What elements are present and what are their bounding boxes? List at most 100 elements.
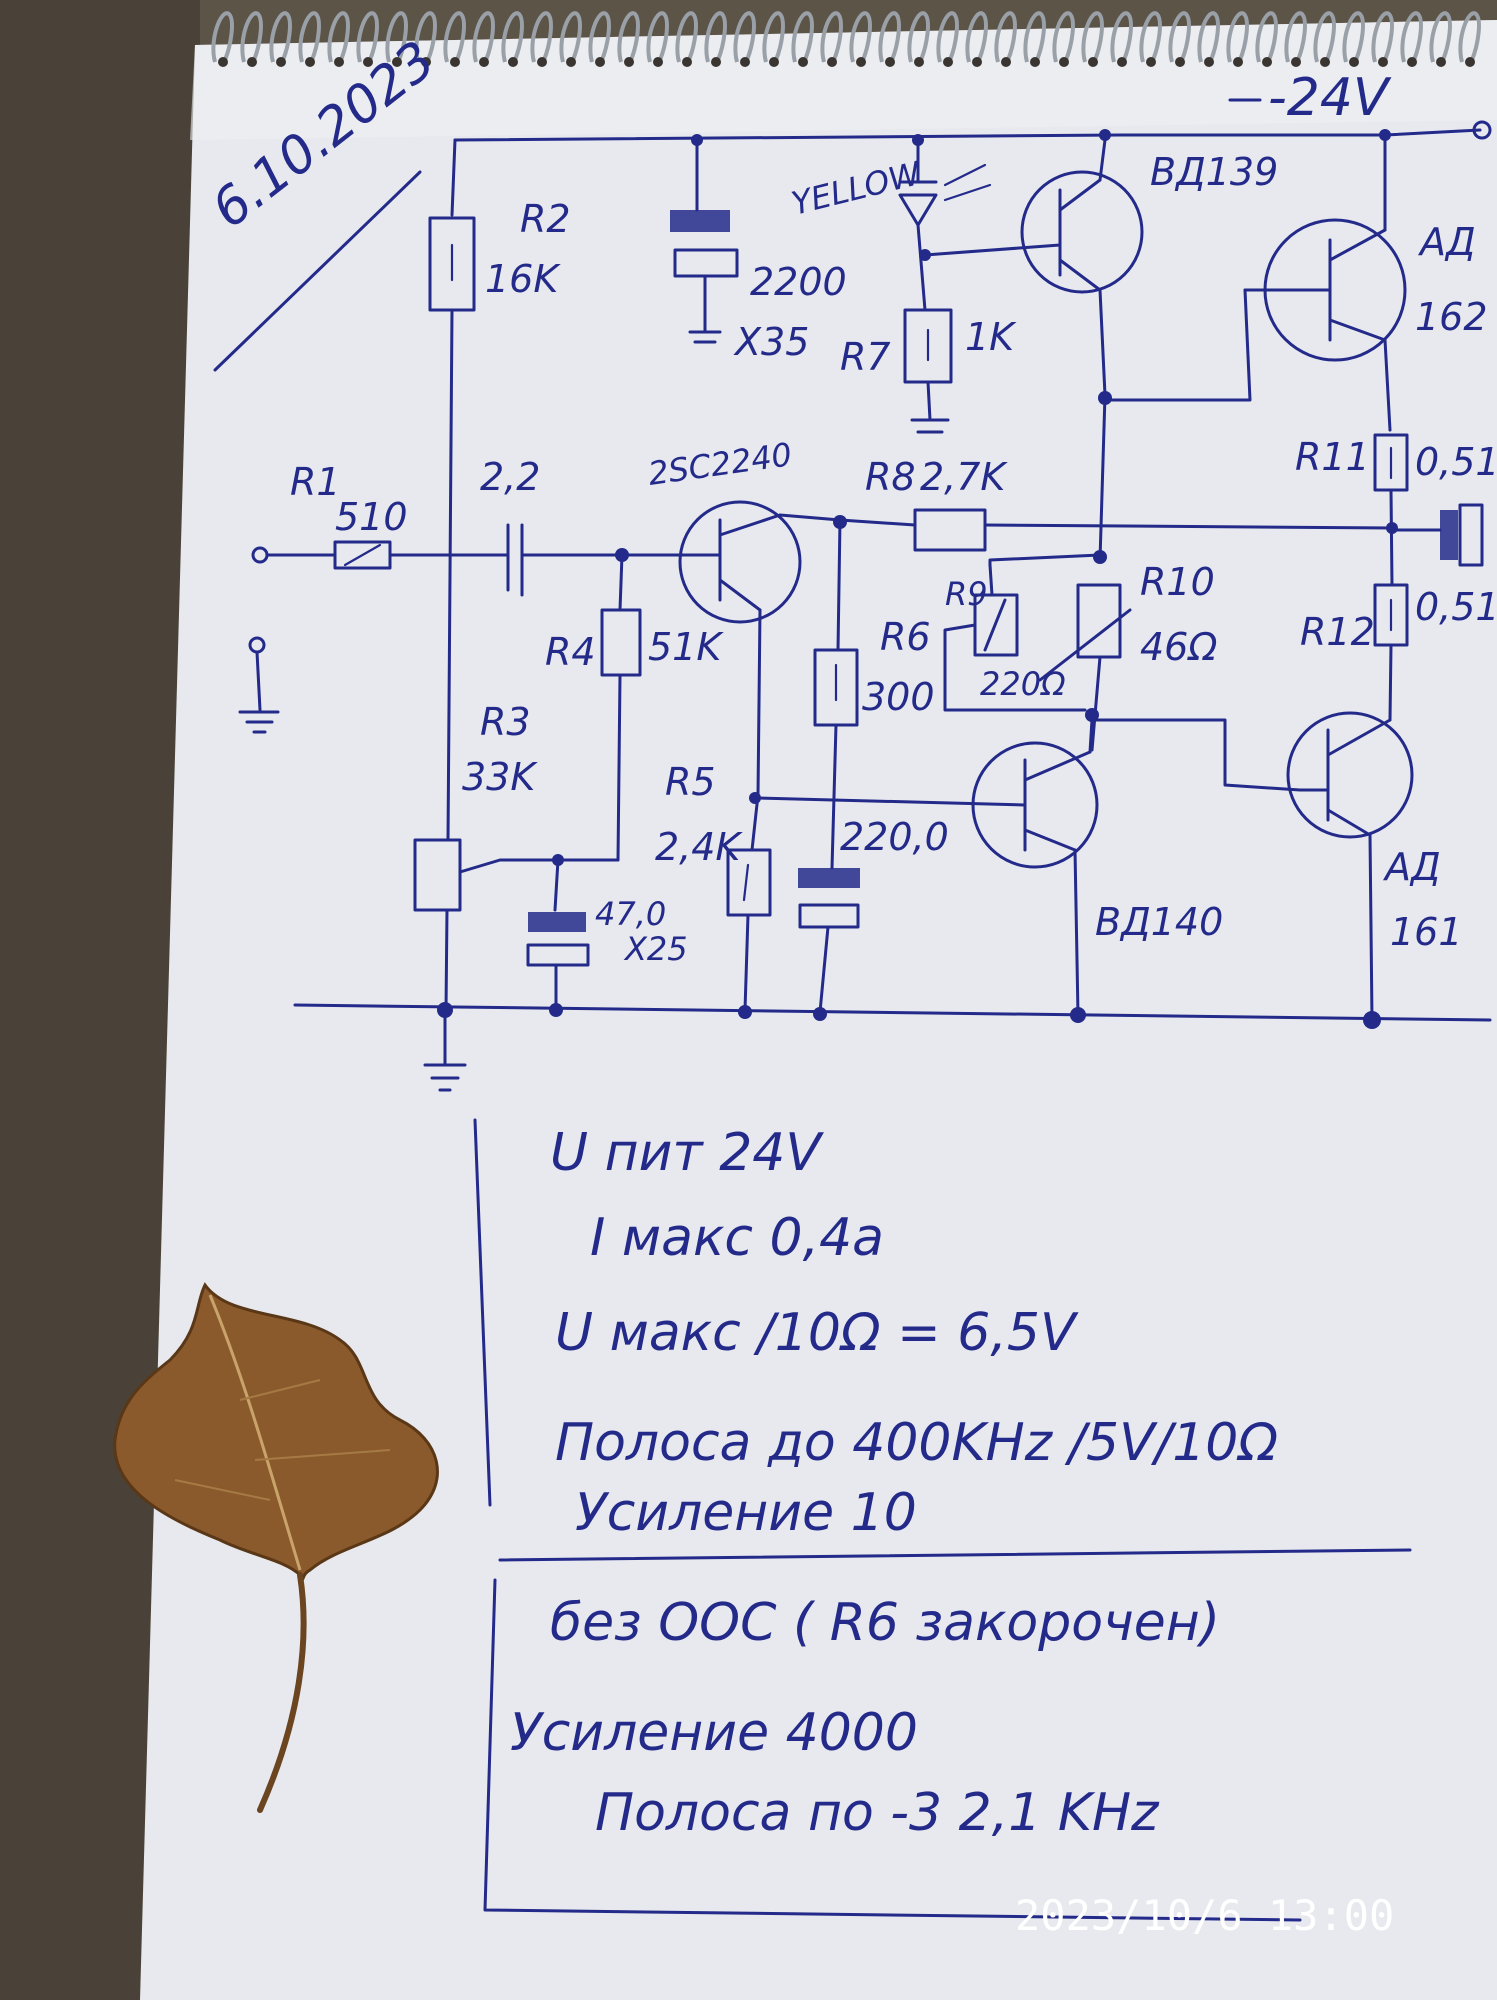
svg-text:1K: 1K: [965, 315, 1017, 359]
resistor-r5: R5 2,4K: [655, 760, 1027, 1012]
spiral-hole: [1320, 57, 1330, 67]
spiral-hole: [1175, 57, 1185, 67]
spiral-coil: [1023, 11, 1046, 63]
spiral-coil: [327, 11, 350, 63]
spiral-coil: [559, 11, 582, 63]
svg-text:R11: R11: [1295, 435, 1370, 479]
svg-text:220Ω: 220Ω: [980, 665, 1066, 703]
spiral-coil: [704, 11, 727, 63]
spiral-coil: [907, 11, 930, 63]
spiral-hole: [1262, 57, 1272, 67]
spiral-coil: [1342, 11, 1365, 63]
spiral-coil: [530, 11, 553, 63]
spiral-coil: [588, 11, 611, 63]
spiral-coil: [1139, 11, 1162, 63]
spiral-hole: [1030, 57, 1040, 67]
spiral-hole: [827, 57, 837, 67]
svg-text:220,0: 220,0: [840, 815, 949, 859]
spiral-hole: [798, 57, 808, 67]
svg-text:R10: R10: [1140, 560, 1215, 604]
spiral-coil: [1371, 11, 1394, 63]
resistor-r7: R7 1K: [840, 223, 1017, 434]
capacitor-2200: 2200 X35: [670, 138, 847, 364]
svg-text:2,4K: 2,4K: [655, 825, 743, 869]
spiral-hole: [624, 57, 634, 67]
resistor-r2: R2 16K: [428, 197, 571, 312]
spiral-hole: [334, 57, 344, 67]
spiral-hole: [479, 57, 489, 67]
spiral-coil: [762, 11, 785, 63]
spiral-hole: [740, 57, 750, 67]
spiral-coil: [443, 11, 466, 63]
spiral-hole: [943, 57, 953, 67]
svg-text:0,51: 0,51: [1415, 585, 1497, 629]
spiral-coil: [240, 11, 263, 63]
transistor-vd140: ВД140: [971, 718, 1302, 1017]
spiral-hole: [276, 57, 286, 67]
svg-text:R12: R12: [1300, 610, 1375, 654]
ground-rail: [293, 1003, 1492, 1092]
spiral-hole: [1146, 57, 1156, 67]
spiral-coil: [820, 11, 843, 63]
svg-text:R7: R7: [840, 335, 891, 379]
spiral-coil: [1458, 11, 1481, 63]
spiral-hole: [682, 57, 692, 67]
svg-text:0,51: 0,51: [1415, 440, 1497, 484]
junction-dots: [437, 129, 1398, 1029]
svg-text:АД: АД: [1417, 220, 1476, 264]
supply-label: -24V: [1268, 68, 1392, 128]
transistor-vd139: ВД139: [923, 138, 1278, 397]
spiral-coil: [878, 11, 901, 63]
svg-text:АД: АД: [1382, 845, 1441, 889]
svg-text:R6: R6: [880, 615, 931, 659]
schematic: -24V R2 16K 2200: [238, 68, 1497, 1092]
svg-text:X25: X25: [623, 930, 688, 968]
spiral-coil: [675, 11, 698, 63]
note2-line-1: без ООС ( R6 закорочен): [550, 1593, 1220, 1653]
spiral-coil: [617, 11, 640, 63]
dried-leaf: [113, 1282, 439, 1813]
spiral-coil: [1429, 11, 1452, 63]
spiral-coil: [472, 11, 495, 63]
spiral-coil: [1255, 11, 1278, 63]
note-line-3: U макс /10Ω = 6,5V: [555, 1303, 1079, 1363]
spiral-coil: [501, 11, 524, 63]
input-stage: R1 510 2,2: [238, 455, 622, 734]
spiral-hole: [769, 57, 779, 67]
resistor-r3: R3 33K: [413, 700, 620, 912]
svg-text:R3: R3: [480, 700, 531, 744]
svg-text:16K: 16K: [485, 257, 561, 301]
svg-text:ВД140: ВД140: [1095, 900, 1223, 944]
spiral-coil: [211, 11, 234, 63]
spiral-coil: [356, 11, 379, 63]
svg-text:33K: 33K: [462, 755, 538, 799]
spiral-hole: [1204, 57, 1214, 67]
spiral-hole: [392, 57, 402, 67]
spiral-coil: [298, 11, 321, 63]
spiral-coil: [1284, 11, 1307, 63]
note2-line-3: Полоса по -3 2,1 KHz: [595, 1783, 1160, 1843]
spiral-hole: [1291, 57, 1301, 67]
spiral-hole: [856, 57, 866, 67]
spiral-hole: [421, 57, 431, 67]
spiral-hole: [595, 57, 605, 67]
spiral-coil: [1197, 11, 1220, 63]
spiral-coil: [1110, 11, 1133, 63]
spiral-binding: [211, 11, 1481, 67]
svg-text:510: 510: [335, 495, 408, 539]
note-line-2: I макс 0,4a: [590, 1208, 884, 1268]
spiral-hole: [885, 57, 895, 67]
svg-text:2,7K: 2,7K: [920, 455, 1008, 499]
note2-line-2: Усиление 4000: [510, 1703, 918, 1763]
svg-text:R8: R8: [865, 455, 916, 499]
spiral-coil: [385, 11, 408, 63]
capacitor-220: 220,0: [798, 815, 949, 1014]
spiral-hole: [566, 57, 576, 67]
resistor-r6: R6 300: [813, 518, 935, 870]
capacitor-47: 47,0 X25: [526, 858, 688, 1012]
spiral-coil: [1313, 11, 1336, 63]
notes-block: U пит 24V I макс 0,4a U макс /10Ω = 6,5V…: [473, 1118, 1412, 1922]
spiral-coil: [936, 11, 959, 63]
resistor-r12: R12 0,51: [1300, 583, 1497, 722]
svg-text:161: 161: [1390, 910, 1463, 954]
